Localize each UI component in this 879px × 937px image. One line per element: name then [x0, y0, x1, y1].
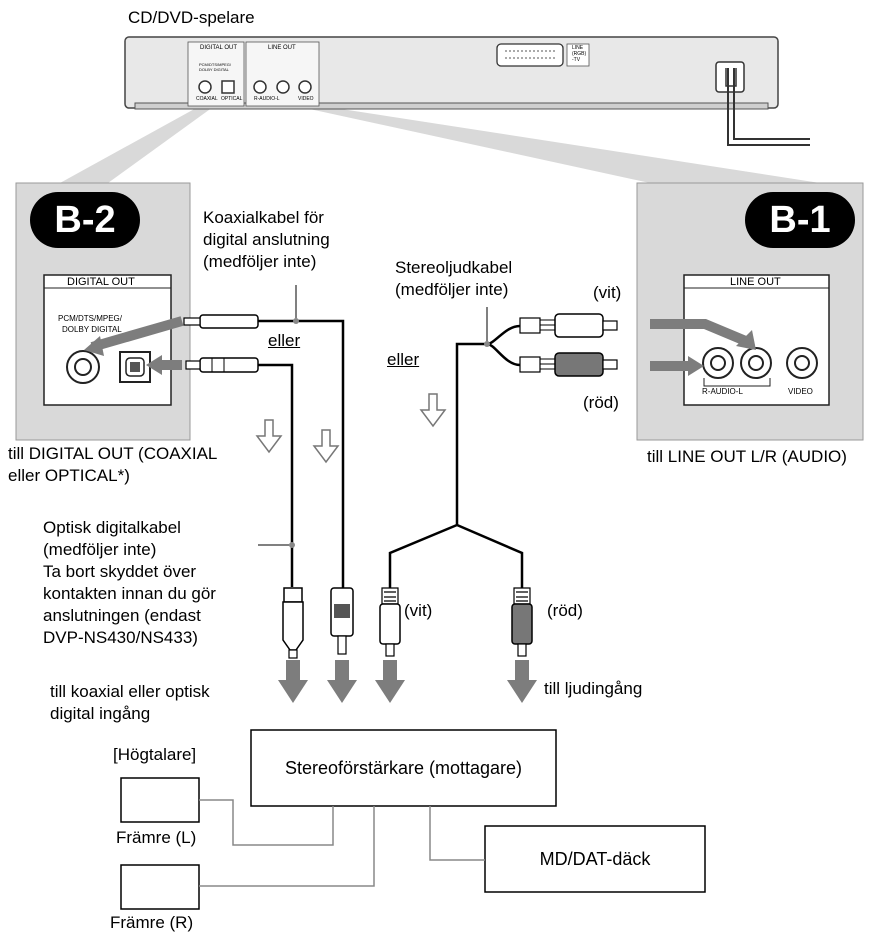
hollow-arrow-1: [255, 419, 283, 454]
white-bottom-label: (vit): [404, 601, 433, 620]
optical-cable: [258, 363, 294, 587]
player-scart-text-1: LINE: [572, 45, 584, 51]
optical-label-2: (medföljer inte): [43, 540, 157, 559]
player-scart-text-2: (RGB): [572, 51, 587, 57]
b2-zoom-wedge: [60, 107, 213, 183]
to-digital-label-2: eller OPTICAL*): [8, 466, 130, 485]
stereo-cable-split-bottom: [388, 523, 524, 588]
red-top-label: (röd): [583, 393, 619, 412]
power-socket: [715, 61, 745, 93]
optical-label-4: kontakten innan du gör: [43, 584, 216, 603]
player-audio-l-jack: [276, 80, 290, 94]
stereo-cable-split-top: [486, 324, 521, 367]
optical-label-3: Ta bort skyddet över: [43, 562, 197, 581]
md-dat-label: MD/DAT-däck: [539, 849, 651, 869]
speaker-front-r: [120, 864, 200, 910]
stereo-cable-main: [455, 342, 487, 525]
stereo-label-1: Stereoljudkabel: [395, 258, 513, 277]
stereo-plug-red-top: [519, 356, 541, 373]
player-audio-r-jack: [253, 80, 267, 94]
red-bottom-label: (röd): [547, 601, 583, 620]
arrow-into-audio-l: [650, 319, 750, 347]
power-cord: [727, 68, 810, 146]
player-digital-out-block: [187, 41, 245, 107]
player-coaxial-text: COAXIAL: [196, 96, 218, 102]
b1-badge: B-1: [745, 192, 855, 248]
player-scart-connector: [496, 43, 564, 67]
player-digital-out-text: DIGITAL OUT: [200, 45, 238, 51]
player-video-jack: [298, 80, 312, 94]
optical-plug-top: [199, 357, 259, 373]
coax-plug-top: [199, 314, 259, 329]
down-arrows: [278, 660, 537, 703]
front-l-label: Främre (L): [116, 828, 197, 847]
player-line-out-block: [245, 41, 320, 107]
player-scart-label: [566, 43, 590, 67]
player-line-out-text: LINE OUT: [268, 45, 296, 51]
stereo-plug-red-bottom: [513, 587, 531, 605]
b2-badge: B-2: [30, 192, 140, 248]
arrow-into-coax: [90, 316, 184, 352]
player-title: CD/DVD-spelare: [128, 8, 255, 27]
b1-zoom-wedge: [305, 108, 820, 183]
to-coax-label-2: digital ingång: [50, 704, 151, 723]
player-scart-text-3: -TV: [572, 57, 581, 63]
player-optical-text: OPTICAL: [221, 96, 243, 102]
optical-label-5: anslutningen (endast: [43, 606, 201, 625]
to-line-out-label: till LINE OUT L/R (AUDIO): [647, 447, 847, 466]
b1-video-text: VIDEO: [788, 387, 813, 396]
hollow-arrow-2: [312, 429, 340, 464]
stereo-label-2: (medföljer inte): [395, 280, 509, 299]
amplifier-label: Stereoförstärkare (mottagare): [284, 758, 523, 778]
or-label-1: eller: [268, 331, 301, 350]
front-r-label: Främre (R): [110, 913, 194, 932]
optical-plug-bottom: [283, 587, 303, 603]
b1-line-out-panel: [683, 274, 830, 406]
wiring: [199, 799, 485, 887]
md-dat-box: [484, 825, 706, 893]
b2-dolby-text: DOLBY DIGITAL: [62, 325, 122, 334]
player-base: [134, 102, 769, 110]
or-label-2: eller: [387, 350, 420, 369]
b1-panel-title: LINE OUT: [730, 276, 781, 288]
speakers-label: [Högtalare]: [113, 745, 197, 764]
b1-raudio-text: R-AUDIO-L: [702, 387, 743, 396]
speaker-front-l: [120, 777, 200, 823]
white-top-label: (vit): [593, 283, 622, 302]
to-audio-in-label: till ljudingång: [544, 679, 643, 698]
b2-panel-title: DIGITAL OUT: [67, 276, 135, 288]
to-digital-label-1: till DIGITAL OUT (COAXIAL: [8, 444, 218, 463]
amplifier-box: [250, 729, 557, 807]
player-coax-jack: [198, 80, 212, 94]
to-coax-label-1: till koaxial eller optisk: [50, 682, 210, 701]
coax-cable: [258, 319, 345, 588]
stereo-plug-white-top: [519, 317, 541, 334]
coax-label-3: (medföljer inte): [203, 252, 317, 271]
player-video-text: VIDEO: [298, 96, 314, 102]
coax-label-1: Koaxialkabel för: [203, 208, 324, 227]
player-pcm-text: PCM/DTS/MPEG/: [199, 62, 232, 67]
player-raudio-text: R-AUDIO-L: [254, 96, 280, 102]
optical-label-6: DVP-NS430/NS433): [43, 628, 198, 647]
player-dolby-text: DOLBY DIGITAL: [199, 67, 229, 72]
coax-label-2: digital anslutning: [203, 230, 330, 249]
stereo-plug-white-bottom: [381, 587, 399, 605]
player-optical-jack: [221, 80, 235, 94]
optical-label-1: Optisk digitalkabel: [43, 518, 181, 537]
b2-pcm-text: PCM/DTS/MPEG/: [58, 314, 123, 323]
hollow-arrow-3: [419, 393, 447, 428]
